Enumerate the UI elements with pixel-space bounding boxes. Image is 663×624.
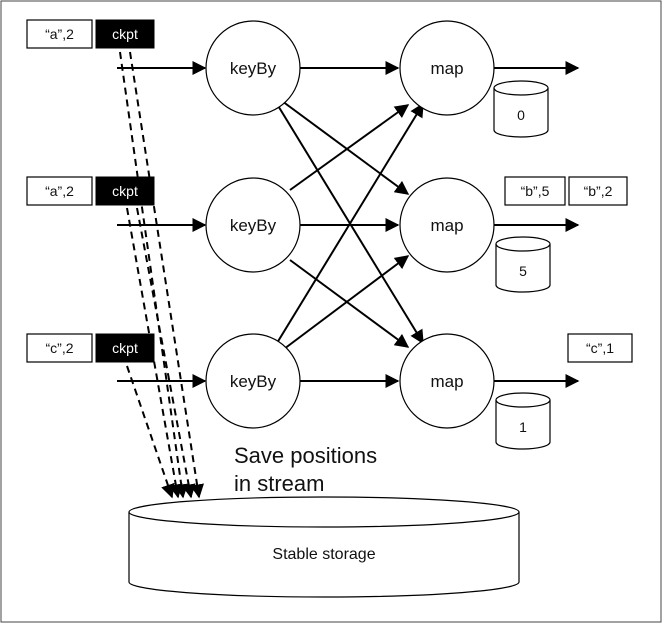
state-value: 1 — [519, 419, 527, 435]
map-label: map — [430, 372, 463, 391]
annotation-line-2: in stream — [234, 471, 324, 496]
map-node-1: map — [399, 20, 495, 116]
map-node-2: map — [399, 177, 495, 273]
checkpoint-arrows — [119, 51, 204, 499]
keyby-node-3: keyBy — [205, 333, 301, 429]
map-label: map — [430, 216, 463, 235]
checkpoint-label: ckpt — [112, 26, 138, 42]
annotation-line-1: Save positions — [234, 443, 377, 468]
record-box — [26, 333, 93, 363]
checkpoint-barrier — [95, 176, 155, 206]
state-value: 5 — [519, 263, 527, 279]
checkpoint-arrow-3 — [126, 365, 175, 499]
checkpoint-arrow-2a — [126, 207, 183, 499]
checkpoint-arrow-1a — [119, 51, 189, 499]
keyby-label: keyBy — [230, 59, 277, 78]
checkpoint-barrier — [95, 19, 155, 49]
keyby-label: keyBy — [230, 216, 277, 235]
state-store-3: 1 — [495, 392, 551, 450]
checkpoint-label: ckpt — [112, 183, 138, 199]
record-box — [26, 176, 93, 206]
output-record-label: “b”,2 — [584, 183, 613, 199]
edge-k3-m2 — [283, 255, 410, 350]
state-store-2: 5 — [495, 236, 551, 293]
map-node-3: map — [399, 333, 495, 429]
state-value: 0 — [517, 107, 525, 123]
source-row-3: “c”,2 ckpt — [26, 333, 155, 363]
record-label: “a”,2 — [45, 183, 74, 199]
output-record-label: “c”,1 — [586, 340, 614, 356]
keyby-node-2: keyBy — [205, 177, 301, 273]
checkpoint-label: ckpt — [112, 340, 138, 356]
edge-k1-m2 — [281, 100, 410, 195]
edge-k3-m1 — [276, 102, 424, 344]
source-row-2: “a”,2 ckpt — [26, 176, 155, 206]
storage-label: Stable storage — [272, 546, 375, 563]
record-box — [26, 19, 93, 49]
checkpoint-arrow-2b — [136, 207, 196, 499]
checkpoint-barrier — [95, 333, 155, 363]
output-record-b5: “b”,5 — [504, 176, 566, 206]
source-row-1: “a”,2 ckpt — [26, 19, 155, 49]
map-label: map — [430, 59, 463, 78]
edge-k2-m3 — [289, 259, 410, 348]
record-label: “a”,2 — [45, 26, 74, 42]
keyby-node-1: keyBy — [205, 20, 301, 116]
stable-storage: Stable storage — [128, 496, 520, 598]
output-record-label: “b”,5 — [521, 183, 550, 199]
output-record-c1: “c”,1 — [567, 333, 633, 363]
state-store-1: 0 — [493, 80, 549, 138]
keyby-label: keyBy — [230, 372, 277, 391]
output-record-b2: “b”,2 — [568, 176, 628, 206]
edge-k2-m1 — [289, 104, 410, 191]
record-label: “c”,2 — [46, 340, 74, 356]
checkpoint-arrow-1b — [129, 51, 204, 499]
